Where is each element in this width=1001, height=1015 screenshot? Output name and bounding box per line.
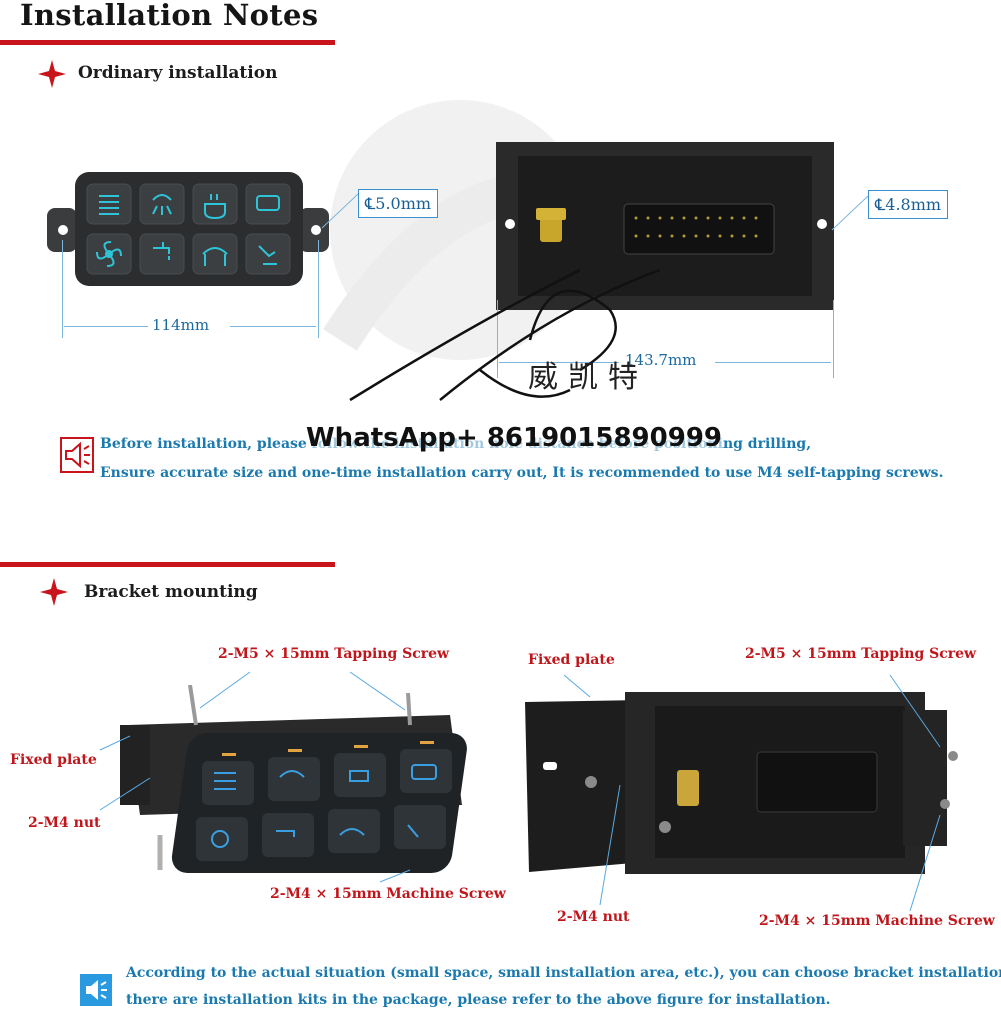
diameter-leader-right xyxy=(831,195,869,231)
dimension-width-114: 114mm xyxy=(152,316,210,334)
switch-panel-rear xyxy=(496,142,834,310)
bracket-assembly-rear xyxy=(525,692,958,874)
page-title: Installation Notes xyxy=(20,0,319,32)
left-label-tapping-screw: 2-M5 × 15mm Tapping Screw xyxy=(218,646,450,662)
speaker-icon xyxy=(80,974,112,1006)
dim-guide-right-a xyxy=(497,300,498,378)
note2-line1: According to the actual situation (small… xyxy=(126,965,1001,981)
section-heading-ordinary: Ordinary installation xyxy=(78,63,278,83)
switch-panel-front xyxy=(47,172,329,286)
dim-guide-left-a xyxy=(62,240,63,338)
dim-guide-left-b xyxy=(318,240,319,338)
dim-arrow-right-a xyxy=(499,362,619,363)
note1-line2: Ensure accurate size and one-time instal… xyxy=(100,465,944,481)
right-label-tapping-screw: 2-M5 × 15mm Tapping Screw xyxy=(745,646,977,662)
dim-arrow-left-b xyxy=(230,326,316,327)
right-label-nut: 2-M4 nut xyxy=(557,909,630,925)
right-leader-lines xyxy=(563,674,941,912)
dim-guide-right-b xyxy=(833,300,834,378)
bracket-assembly-front xyxy=(120,685,467,873)
diameter-label-left: ℄5.0mm xyxy=(358,189,439,218)
dimension-width-143: 143.7mm xyxy=(625,351,697,369)
dim-arrow-left-a xyxy=(64,326,148,327)
sparkle-icon xyxy=(38,60,66,88)
note2-line2: there are installation kits in the packa… xyxy=(126,992,831,1008)
section-divider xyxy=(0,562,335,567)
diameter-label-right: ℄4.8mm xyxy=(868,190,949,219)
diameter-leader-left xyxy=(321,193,359,229)
right-label-machine-screw: 2-M4 × 15mm Machine Screw xyxy=(759,913,995,929)
dim-arrow-right-b xyxy=(715,362,831,363)
left-label-machine-screw: 2-M4 × 15mm Machine Screw xyxy=(270,886,506,902)
left-label-fixed-plate: Fixed plate xyxy=(10,752,97,768)
sparkle-icon xyxy=(40,578,68,606)
left-leader-lines xyxy=(99,671,411,883)
section-heading-bracket: Bracket mounting xyxy=(84,582,258,602)
signature-scribble xyxy=(349,268,661,402)
watermark-whatsapp: WhatsApp+ 8619015890999 xyxy=(306,423,722,453)
speaker-icon xyxy=(60,437,94,473)
right-label-fixed-plate: Fixed plate xyxy=(528,652,615,668)
watermark-cjk: 威凯特 xyxy=(528,360,648,395)
title-divider xyxy=(0,40,335,45)
left-label-nut: 2-M4 nut xyxy=(28,815,101,831)
